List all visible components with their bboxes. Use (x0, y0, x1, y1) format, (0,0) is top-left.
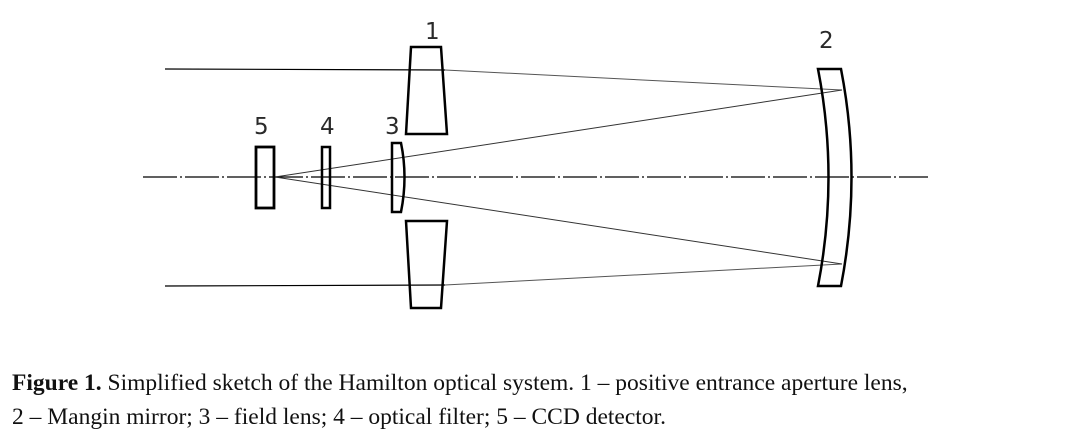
ray-bottom-reflected (274, 176, 843, 265)
figure-caption: Figure 1. Simplified sketch of the Hamil… (12, 366, 1072, 434)
ray-top-to-mirror (444, 69, 843, 91)
optical-filter (320, 145, 332, 210)
ray-top-incoming (164, 68, 446, 71)
ccd-detector (254, 145, 276, 210)
entrance-lens-bottom (404, 219, 449, 310)
ray-bottom-incoming (164, 284, 446, 287)
label-3: 3 (385, 114, 400, 140)
optical-diagram: 1 2 3 4 5 (143, 19, 928, 310)
ray-top-reflected (274, 89, 843, 178)
caption-line-1: Figure 1. Simplified sketch of the Hamil… (12, 366, 1072, 400)
entrance-lens-top (404, 45, 449, 136)
label-2: 2 (819, 28, 834, 54)
label-1: 1 (425, 19, 440, 45)
caption-label: Figure 1. (12, 370, 102, 396)
mangin-mirror (816, 67, 853, 288)
caption-line-2: 2 – Mangin mirror; 3 – field lens; 4 – o… (12, 404, 666, 430)
caption-text-1: Simplified sketch of the Hamilton optica… (101, 370, 908, 396)
label-4: 4 (320, 114, 335, 140)
label-5: 5 (254, 114, 269, 140)
ray-bottom-to-mirror (444, 263, 843, 286)
field-lens (390, 141, 406, 214)
